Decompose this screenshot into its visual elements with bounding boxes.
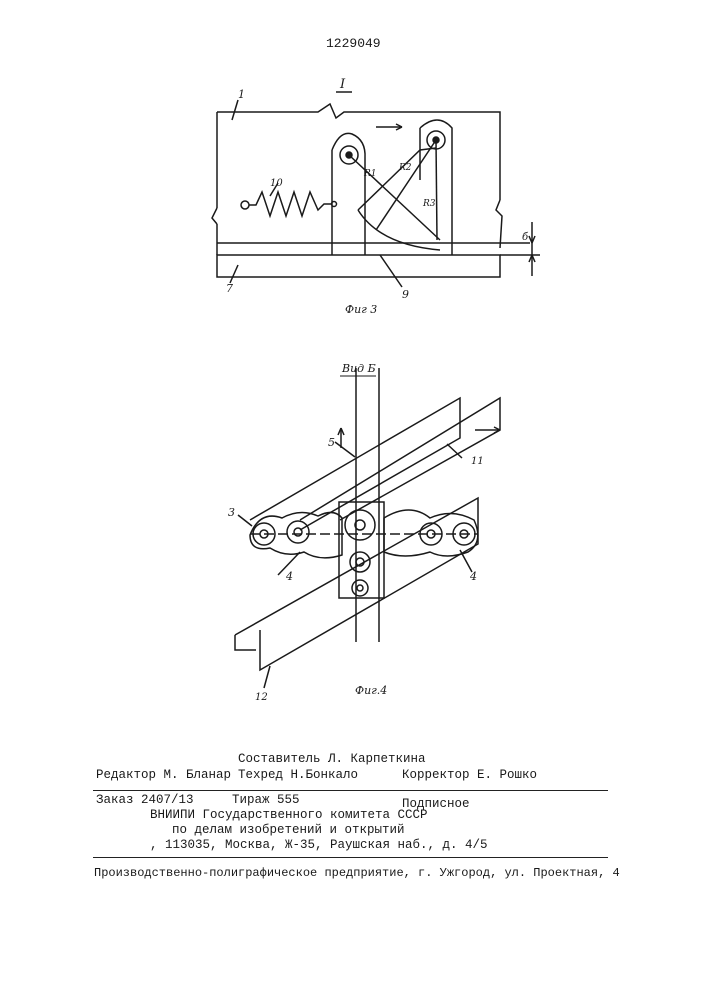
rule-top [93,790,608,791]
label-r2: R2 [398,163,412,173]
order-line: Заказ 2407/13 [96,793,194,807]
link-4-right [384,510,478,556]
rule-bottom [93,857,608,858]
radius-r2-line [376,140,436,230]
label-9: 9 [402,288,409,301]
label-r3: R3 [422,199,436,209]
editor-line: Редактор М. Бланар [96,768,231,782]
figure-3-caption: Фиг 3 [345,303,377,316]
leader-1 [232,100,238,120]
rail-7 [217,255,500,277]
label-4a: 4 [285,570,293,583]
circulation-line: Тираж 555 [232,793,300,807]
spring-10 [249,192,332,216]
label-1: 1 [238,88,245,101]
label-7: 7 [226,282,233,295]
label-5: 5 [328,436,335,449]
label-r1: R1 [363,169,377,179]
housing-top-edge [217,104,500,200]
label-12: 12 [255,692,268,703]
label-10: 10 [270,178,283,189]
corrector-line: Корректор Е. Рошко [402,768,537,782]
techred-line: Техред Н.Бонкало [238,768,358,782]
printer-line: Производственно-полиграфическое предприя… [94,866,620,880]
break-right [496,200,502,248]
label-4b: 4 [469,570,477,583]
section-mark: I [339,77,346,92]
spring-anchor [241,201,249,209]
address-line: , 113035, Москва, Ж-35, Раушская наб., д… [150,838,488,852]
org-line-1: ВНИИПИ Государственного комитета СССР [150,808,428,822]
figure-4-drawing: Вид Б 3 5 11 4 4 12 Фиг.4 [0,330,707,730]
compiler-line: Составитель Л. Карпеткина [238,752,426,766]
break-left [212,208,217,224]
leader-7 [230,265,238,283]
label-11: 11 [471,456,484,467]
label-b: б [522,232,529,243]
org-line-2: по делам изобретений и открытий [172,823,405,837]
radius-r1-line [349,155,440,240]
radius-r3-line [436,140,437,240]
label-3: 3 [228,506,235,519]
figure-4-caption: Фиг.4 [355,684,387,697]
view-title: Вид Б [341,362,376,375]
figure-3-drawing: 1 I 7 9 10 R1 R2 R3 б Фиг 3 [0,0,707,330]
leader-9 [380,255,402,287]
